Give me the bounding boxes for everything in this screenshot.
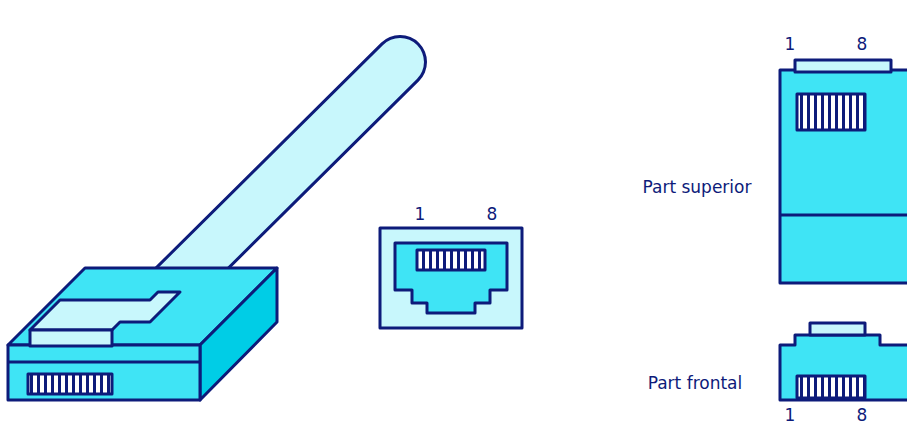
cable-fill <box>160 62 400 300</box>
front-view-latch <box>810 323 865 335</box>
top-view-latch <box>795 60 891 72</box>
plug-front <box>8 345 200 400</box>
plug-latch-front <box>30 330 112 346</box>
plug-top-view <box>780 70 907 283</box>
pin-number: 8 <box>857 407 868 424</box>
plug-step <box>8 361 200 364</box>
jack-pins <box>417 250 485 270</box>
view-label: Part superior <box>643 179 752 196</box>
jack-opening <box>395 243 507 313</box>
top-view-pins <box>797 94 865 130</box>
pin-number: 1 <box>415 206 426 223</box>
plug-front-view <box>780 335 907 400</box>
top-view-step <box>780 214 907 217</box>
view-label: Part frontal <box>648 375 743 392</box>
front-view-pins <box>797 376 865 398</box>
jack-body <box>380 228 522 328</box>
pin-number: 8 <box>487 206 498 223</box>
pin-number: 1 <box>785 407 796 424</box>
plug-pins <box>28 374 112 394</box>
pin-number: 1 <box>785 36 796 53</box>
pin-number: 8 <box>857 36 868 53</box>
plug-latch <box>30 292 180 330</box>
plug-side <box>200 268 277 400</box>
cable <box>160 62 400 300</box>
